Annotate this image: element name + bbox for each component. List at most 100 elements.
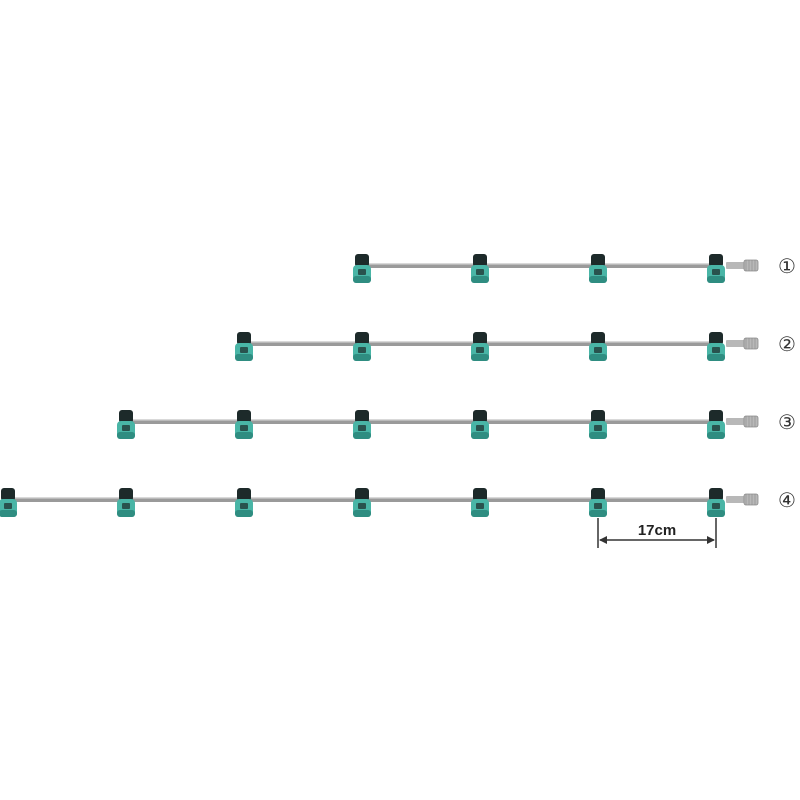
nozzle <box>117 410 135 439</box>
nozzle <box>471 410 489 439</box>
nozzle-cap <box>709 254 723 267</box>
nozzle-cap <box>591 488 605 501</box>
boom-label-4: ④ <box>778 488 796 512</box>
nozzle-tip <box>471 276 489 283</box>
nozzle-tip <box>353 510 371 517</box>
dimension-arrow-left <box>599 536 607 544</box>
boom-end-fitting <box>726 259 759 272</box>
nozzle-tip <box>353 432 371 439</box>
nozzle-cap <box>709 488 723 501</box>
nozzle-cap <box>1 488 15 501</box>
nozzle-clamp <box>476 425 484 431</box>
fitting-nut <box>743 415 759 428</box>
nozzle <box>353 410 371 439</box>
nozzle <box>707 332 725 361</box>
nozzle-tip <box>707 432 725 439</box>
nozzle-clamp <box>712 503 720 509</box>
nozzle-clamp <box>240 347 248 353</box>
nozzle-tip <box>353 354 371 361</box>
nozzle-tip <box>471 432 489 439</box>
nozzle-cap <box>473 410 487 423</box>
nozzle-clamp <box>712 269 720 275</box>
nozzle-clamp <box>122 425 130 431</box>
fitting-nut <box>743 337 759 350</box>
nozzle-cap <box>119 488 133 501</box>
nozzle-cap <box>119 410 133 423</box>
nozzle-cap <box>237 332 251 345</box>
nozzle <box>471 254 489 283</box>
nozzle-tip <box>589 276 607 283</box>
nozzle-clamp <box>4 503 12 509</box>
nozzle-clamp <box>358 425 366 431</box>
nozzle <box>707 488 725 517</box>
fitting-stem <box>726 418 746 425</box>
nozzle-clamp <box>476 347 484 353</box>
nozzle <box>589 410 607 439</box>
nozzle-clamp <box>594 425 602 431</box>
nozzle-tip <box>707 510 725 517</box>
nozzle-clamp <box>358 347 366 353</box>
nozzle-clamp <box>240 503 248 509</box>
boom-label-2: ② <box>778 332 796 356</box>
nozzle-tip <box>707 354 725 361</box>
nozzle-cap <box>591 254 605 267</box>
nozzle <box>589 488 607 517</box>
nozzle-tip <box>471 510 489 517</box>
nozzle-tip <box>235 354 253 361</box>
nozzle <box>353 488 371 517</box>
nozzle-cap <box>355 488 369 501</box>
nozzle-clamp <box>712 425 720 431</box>
nozzle <box>471 488 489 517</box>
nozzle-tip <box>589 510 607 517</box>
nozzle-clamp <box>594 347 602 353</box>
nozzle-cap <box>709 332 723 345</box>
nozzle-cap <box>473 488 487 501</box>
nozzle-clamp <box>594 269 602 275</box>
nozzle-tip <box>235 510 253 517</box>
nozzle-tip <box>471 354 489 361</box>
nozzle-tip <box>0 510 17 517</box>
nozzle-clamp <box>122 503 130 509</box>
nozzle-cap <box>355 410 369 423</box>
nozzle <box>0 488 17 517</box>
boom-label-1: ① <box>778 254 796 278</box>
fitting-stem <box>726 496 746 503</box>
nozzle-tip <box>117 510 135 517</box>
nozzle-tip <box>589 432 607 439</box>
nozzle-cap <box>591 332 605 345</box>
nozzle-cap <box>709 410 723 423</box>
nozzle <box>235 332 253 361</box>
boom-pipe-highlight <box>358 263 720 265</box>
nozzle-cap <box>237 410 251 423</box>
nozzle-clamp <box>240 425 248 431</box>
boom-row-4: ④ <box>0 488 796 517</box>
nozzle-clamp <box>358 503 366 509</box>
nozzle-clamp <box>594 503 602 509</box>
nozzle-clamp <box>476 269 484 275</box>
nozzle-tip <box>589 354 607 361</box>
dimension-arrow-right <box>707 536 715 544</box>
nozzle-cap <box>473 254 487 267</box>
boom-label-3: ③ <box>778 410 796 434</box>
spacing-dimension: 17cm <box>597 518 717 548</box>
boom-end-fitting <box>726 337 759 350</box>
nozzle-cap <box>591 410 605 423</box>
nozzle <box>471 332 489 361</box>
fitting-stem <box>726 340 746 347</box>
nozzle <box>707 410 725 439</box>
nozzle <box>353 254 371 283</box>
boom-row-3: ③ <box>117 410 796 439</box>
spacing-label: 17cm <box>638 522 676 539</box>
fitting-stem <box>726 262 746 269</box>
nozzle-tip <box>353 276 371 283</box>
boom-pipe-highlight <box>122 419 720 421</box>
nozzle-cap <box>355 332 369 345</box>
nozzle-clamp <box>358 269 366 275</box>
boom-end-fitting <box>726 493 759 506</box>
nozzle <box>589 254 607 283</box>
nozzle-cap <box>473 332 487 345</box>
nozzle <box>353 332 371 361</box>
boom-row-1: ① <box>353 254 796 283</box>
